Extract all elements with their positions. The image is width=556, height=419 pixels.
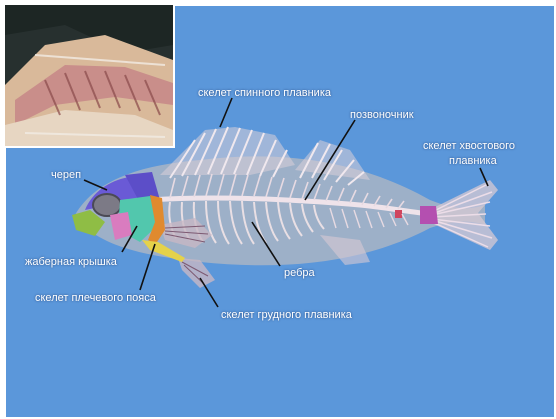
label-spine: позвоночник: [350, 109, 414, 121]
tail-joint: [420, 206, 438, 224]
label-skull: череп: [51, 169, 81, 181]
label-gill-cover: жаберная крышка: [25, 256, 117, 268]
eye-socket: [93, 194, 121, 216]
dorsal-fin-spiny: [160, 127, 295, 175]
spine-pink-segment: [395, 210, 402, 218]
label-ribs: ребра: [284, 267, 315, 279]
label-shoulder-girdle: скелет плечевого пояса: [35, 292, 156, 304]
label-dorsal-fin-skeleton: скелет спинного плавника: [198, 87, 331, 99]
label-tail-fin-skeleton-line2: плавника: [449, 155, 497, 167]
leader-dorsal: [220, 98, 232, 127]
leader-skull: [84, 180, 107, 190]
label-tail-fin-skeleton-line1: скелет хвостового: [423, 140, 515, 152]
label-pectoral-fin-skeleton: скелет грудного плавника: [221, 309, 352, 321]
